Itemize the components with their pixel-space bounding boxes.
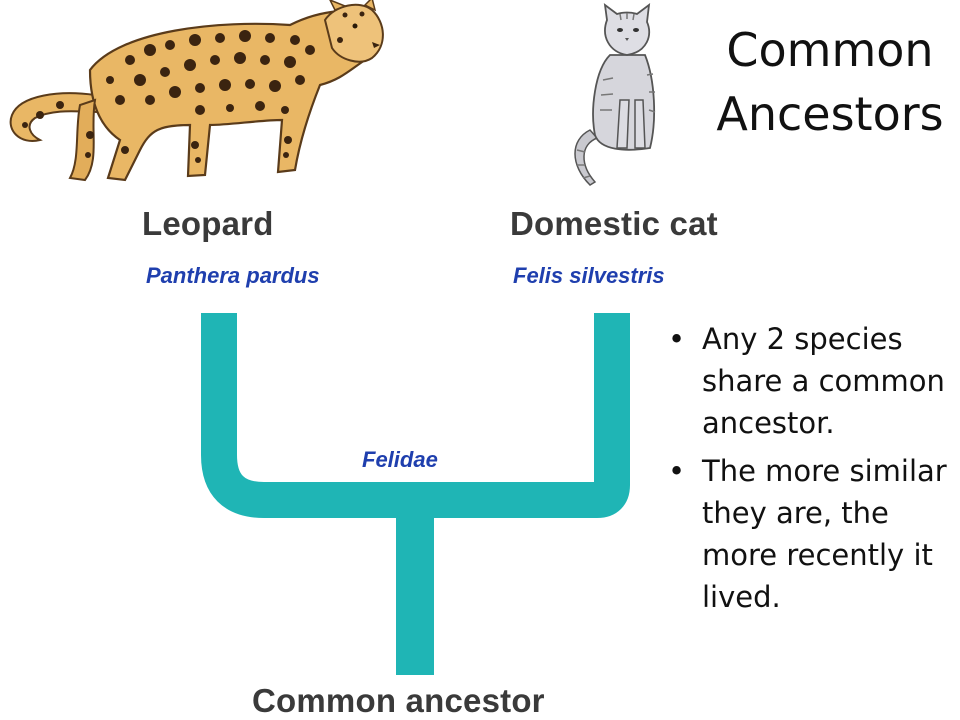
leopard-scientific-name: Panthera pardus (146, 263, 320, 288)
bullet-text: Any 2 species share a common ancestor. (702, 322, 945, 440)
common-ancestor-label: Common ancestor (252, 682, 545, 719)
bullet-list: • Any 2 species share a common ancestor.… (662, 318, 952, 624)
slide-title: Common Ancestors (716, 23, 944, 141)
domestic-cat-illustration-icon (574, 2, 656, 186)
leopard-branch (201, 313, 630, 518)
bullet-item: • The more similar they are, the more re… (662, 450, 952, 618)
bullet-item: • Any 2 species share a common ancestor. (662, 318, 952, 444)
bullet-glyph: • (668, 454, 686, 488)
bullet-glyph: • (668, 322, 686, 356)
family-label: Felidae (362, 447, 438, 472)
bullet-text: The more similar they are, the more rece… (702, 454, 947, 614)
domestic-cat-scientific-name: Felis silvestris (513, 263, 665, 288)
domestic-cat-label: Domestic cat (510, 205, 718, 242)
leopard-illustration-icon (9, 0, 384, 182)
leopard-label: Leopard (142, 205, 274, 242)
